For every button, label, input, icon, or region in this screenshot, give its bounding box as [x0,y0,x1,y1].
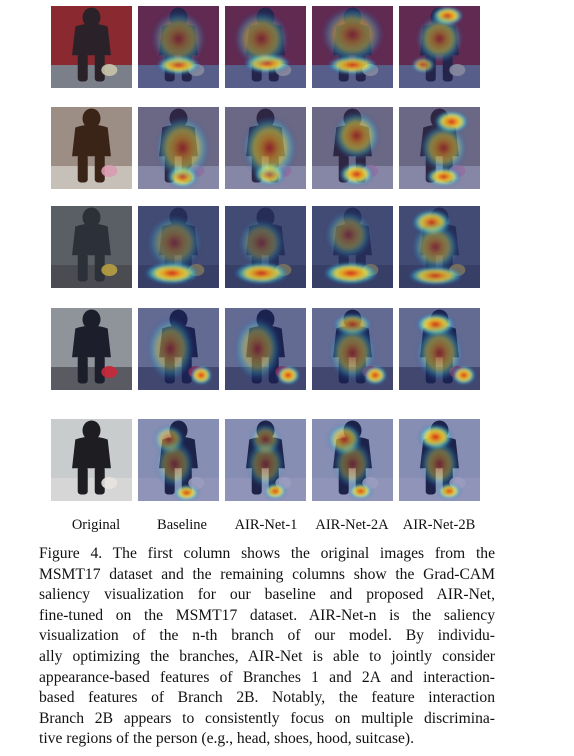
saliency-hotspot [233,316,282,382]
saliency-map-svg [399,308,480,390]
saliency-map [225,107,306,189]
caption-line: tive regions of the person (e.g., head, … [39,730,415,748]
saliency-map [399,419,480,501]
saliency-hotspot [324,210,373,260]
saliency-map [399,6,480,88]
saliency-hotspot [189,365,213,386]
saliency-hotspot [338,162,375,186]
saliency-map-svg [138,206,219,288]
figure-caption: Figure 4. The first column shows the ori… [39,544,495,750]
column-label-original: Original [71,517,121,533]
saliency-map-svg [138,419,219,501]
caption-line: ally optimizing the branches, AIR-Net is… [39,647,495,665]
saliency-map-svg [138,107,219,189]
saliency-map [138,308,219,390]
original-image-svg [51,206,132,288]
saliency-hotspot [245,439,286,489]
saliency-map-svg [225,107,306,189]
original-image [51,6,132,88]
saliency-map-svg [225,419,306,501]
saliency-map-svg [312,107,393,189]
saliency-hotspot [411,222,460,272]
saliency-map [138,206,219,288]
figure-row [51,6,481,88]
saliency-hotspot [407,265,464,286]
saliency-hotspot [328,324,377,382]
saliency-map [312,206,393,288]
saliency-map-svg [225,6,306,88]
original-image-svg [51,308,132,390]
saliency-hotspot [419,439,460,489]
saliency-map-svg [399,107,480,189]
saliency-hotspot [233,10,290,68]
original-image [51,206,132,288]
saliency-hotspot [154,115,211,181]
saliency-map [225,6,306,88]
saliency-hotspot [241,115,298,181]
saliency-hotspot [332,111,381,161]
saliency-map [312,419,393,501]
caption-line: visualization of the n-th branch of our … [39,627,495,645]
saliency-map-svg [138,6,219,88]
saliency-map [312,6,393,88]
saliency-map-svg [312,308,393,390]
saliency-hotspot [173,484,200,501]
column-label-air-net-2b: AIR-Net-2B [402,517,476,533]
saliency-map [225,308,306,390]
figure-row [51,107,481,189]
column-label-air-net-2a: AIR-Net-2A [315,517,389,533]
caption-line: appearance-based features of Branches 1 … [39,668,495,686]
caption-line: MSMT17 dataset and the remaining columns… [39,565,495,583]
saliency-hotspot [415,14,464,64]
saliency-map [138,6,219,88]
original-image-svg [51,107,132,189]
figure-row [51,308,481,390]
saliency-map-svg [225,308,306,390]
saliency-map [399,107,480,189]
caption-line: Branch 2B appears to consistently focus … [39,709,495,727]
saliency-map-svg [138,308,219,390]
saliency-hotspot [150,10,207,68]
saliency-map [225,419,306,501]
saliency-hotspot [320,6,385,64]
figure-row [51,419,481,501]
caption-line: based features of Branch 2B. Notably, th… [39,689,495,707]
caption-line: saliency visualization for our baseline … [39,586,495,604]
saliency-hotspot [146,214,203,272]
original-image-svg [51,419,132,501]
original-image-svg [51,6,132,88]
column-label-baseline: Baseline [157,517,207,533]
saliency-hotspot [425,166,462,187]
original-image [51,107,132,189]
saliency-map-svg [312,206,393,288]
saliency-hotspot [322,261,380,285]
saliency-hotspot [154,439,195,489]
column-label-air-net-1: AIR-Net-1 [234,517,298,533]
saliency-hotspot [415,324,464,382]
original-image [51,419,132,501]
saliency-hotspot [332,439,373,489]
figure-row [51,206,481,288]
saliency-map [138,419,219,501]
saliency-map-svg [399,206,480,288]
caption-line: Figure 4. The first column shows the ori… [39,545,495,562]
saliency-hotspot [237,218,286,268]
saliency-map-svg [399,419,480,501]
saliency-map-svg [312,6,393,88]
saliency-map [312,308,393,390]
saliency-hotspot [146,316,195,382]
saliency-map [399,206,480,288]
saliency-hotspot [233,261,290,285]
saliency-map [225,206,306,288]
caption-line: fine-tuned on the MSMT17 dataset. AIR-Ne… [39,606,495,624]
saliency-hotspot [419,123,468,173]
saliency-hotspot [276,365,301,386]
saliency-map [399,308,480,390]
original-image [51,308,132,390]
saliency-map-svg [399,6,480,88]
saliency-map-svg [225,206,306,288]
saliency-map [138,107,219,189]
saliency-map-svg [312,419,393,501]
saliency-map [312,107,393,189]
